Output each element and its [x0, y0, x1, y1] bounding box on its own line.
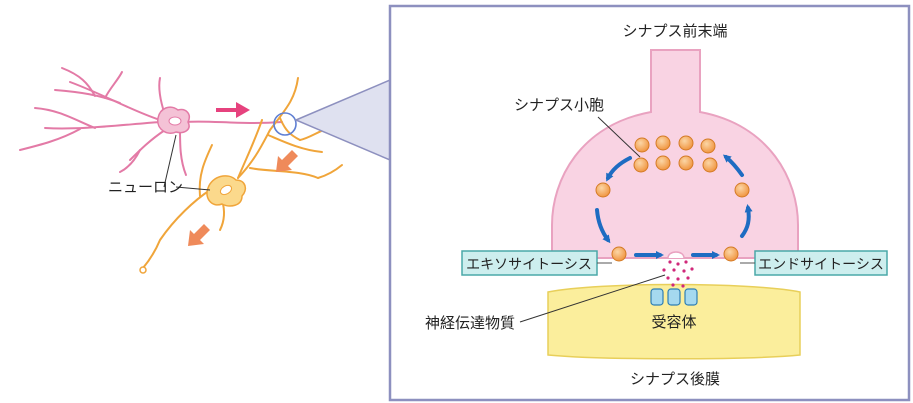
neuron-leader-line-2	[175, 186, 211, 191]
postsynaptic-membrane	[547, 283, 801, 360]
postsynaptic-membrane-label: シナプス後膜	[630, 370, 720, 388]
endocytosis-label: エンドサイトーシス	[758, 257, 884, 273]
receptors	[650, 288, 698, 306]
signal-arrow-orange-1	[276, 150, 298, 172]
receptor	[667, 288, 681, 306]
neuron-label: ニューロン	[108, 178, 183, 196]
exocytosis-label: エキソサイトーシス	[466, 257, 592, 273]
presynaptic-terminal-label: シナプス前末端	[622, 22, 727, 40]
synaptic-vesicle-label: シナプス小胞	[514, 96, 604, 114]
vesicle	[723, 246, 739, 262]
vesicle	[633, 157, 649, 173]
fusing-vesicle	[667, 251, 685, 259]
vesicle	[678, 155, 694, 171]
receptor	[650, 288, 664, 306]
signal-arrow-orange-2	[188, 224, 210, 246]
signal-arrow-pink	[216, 102, 250, 118]
vesicle	[734, 182, 750, 198]
exocytosis-box	[461, 250, 598, 276]
vesicle	[678, 135, 694, 151]
vesicle	[634, 137, 650, 153]
receptor	[684, 288, 698, 306]
neuron-orange-nucleus	[219, 184, 233, 196]
synaptic-vesicles	[595, 135, 750, 262]
neuron-leader-line-1	[163, 134, 177, 188]
neuron-pink	[19, 67, 283, 176]
vesicle-cycle-arrows	[595, 154, 753, 259]
vesicle	[700, 138, 716, 154]
neurotransmitter-label: 神経伝達物質	[425, 314, 515, 332]
vesicle	[702, 157, 718, 173]
neuron-orange	[142, 77, 343, 269]
zoom-callout	[294, 78, 391, 162]
endocytosis-box	[754, 250, 888, 276]
neurotransmitter-dots	[662, 260, 694, 288]
axon-terminal-dot	[139, 266, 147, 274]
vesicle-leader-line	[597, 116, 641, 158]
vesicle	[595, 182, 611, 198]
vesicle	[611, 246, 627, 262]
neuron-pink-nucleus	[168, 116, 182, 126]
receptor-label: 受容体	[651, 313, 696, 331]
vesicle	[655, 135, 671, 151]
vesicle	[655, 155, 671, 171]
synapse-highlight-circle	[273, 112, 297, 136]
neurotransmitter-leader-line	[519, 274, 666, 323]
